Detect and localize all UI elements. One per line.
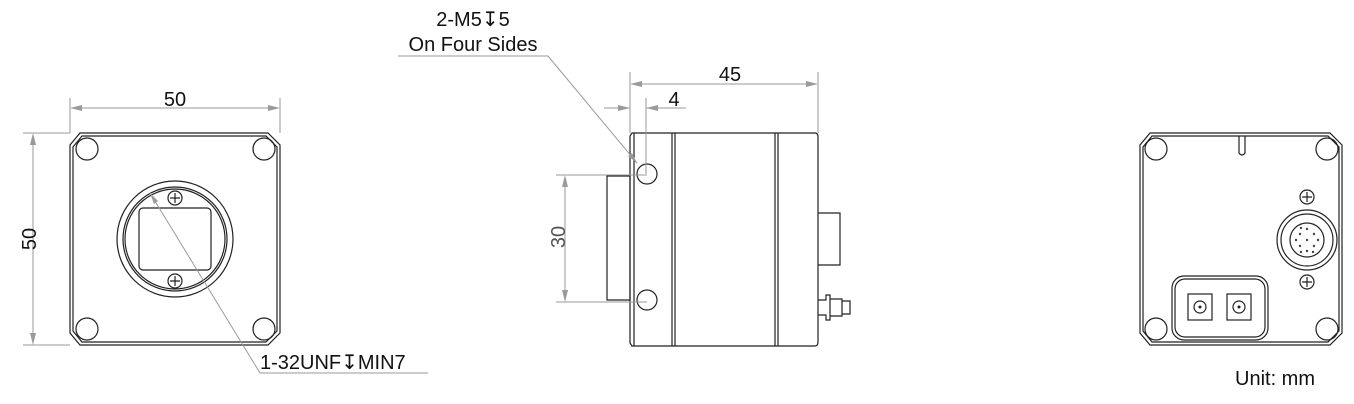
side-hole-icon	[636, 163, 658, 311]
mount-hole-icon	[75, 137, 276, 341]
lens-mount-icon	[116, 180, 234, 298]
hole-spacing-dimension: 30	[548, 226, 570, 248]
length-dimension: 45	[719, 64, 741, 86]
circular-connector-icon	[1276, 209, 1338, 271]
lens-mount-note: 1-32UNF↧MIN7	[260, 352, 406, 374]
front-height-dimension: 50	[19, 228, 41, 250]
connector-icon	[818, 212, 841, 266]
back-view: Unit: mm	[1139, 132, 1343, 390]
screw-icon	[1299, 189, 1315, 290]
unit-label: Unit: mm	[1235, 368, 1315, 390]
front-width-dimension: 50	[164, 89, 186, 111]
side-view: 45 4 30 2-M5↧5 On Four Sides	[398, 9, 851, 347]
mount-hole-icon	[1144, 137, 1339, 341]
power-plug-icon	[818, 294, 851, 321]
front-view: 50 50 1-32UNF↧MIN7	[19, 89, 428, 374]
offset-dimension: 4	[668, 89, 679, 111]
screw-icon	[167, 190, 183, 289]
hole-note-line2: On Four Sides	[409, 34, 538, 56]
slot-icon	[1238, 136, 1246, 156]
hole-note-line1: 2-M5↧5	[436, 9, 509, 31]
io-port-icon	[1171, 275, 1269, 341]
